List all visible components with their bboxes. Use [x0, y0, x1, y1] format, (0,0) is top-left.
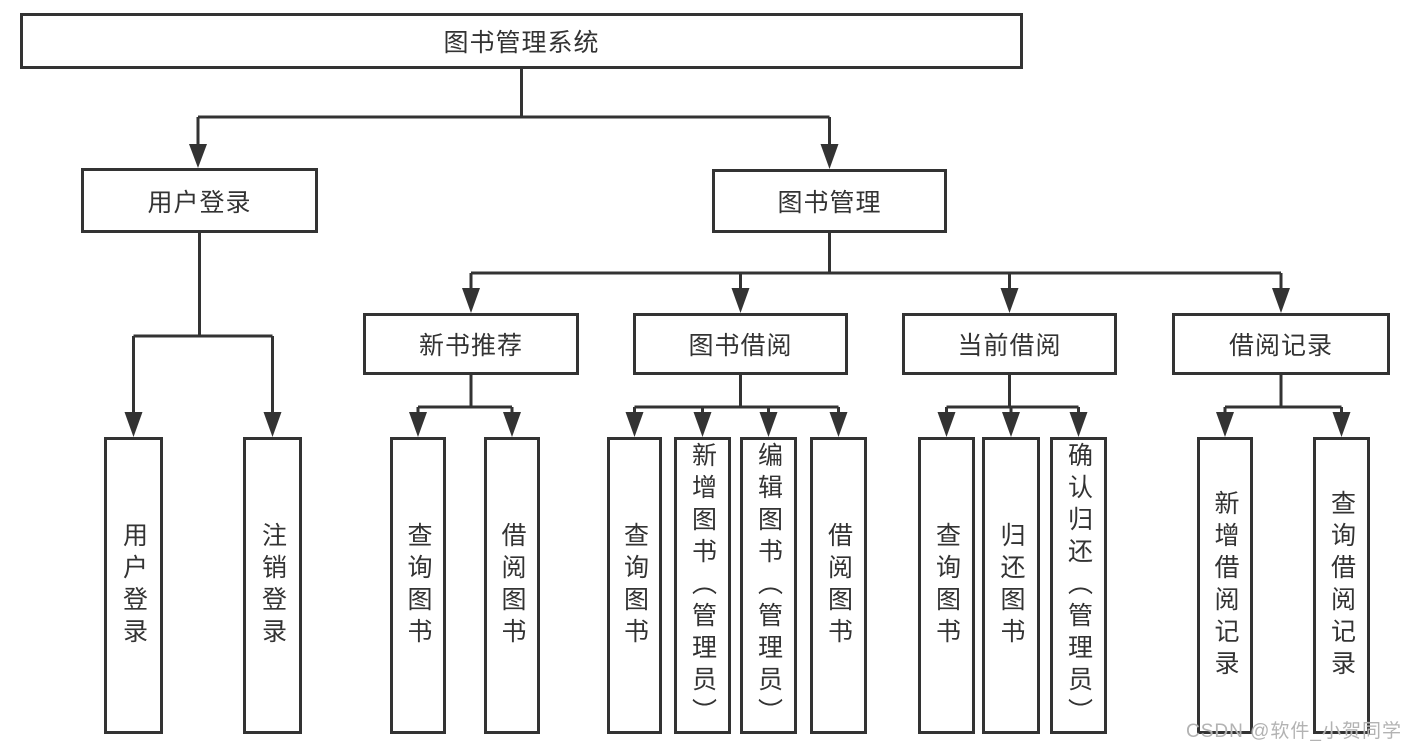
- leaf-add-book-admin: 新增图书（管理员）: [674, 437, 731, 734]
- leaf-confirm-return-admin: 确认归还（管理员）: [1050, 437, 1107, 734]
- node-current-borrow: 当前借阅: [902, 313, 1117, 375]
- leaf-edit-book-admin: 编辑图书（管理员）: [740, 437, 797, 734]
- leaf-query-book-recommend: 查询图书: [390, 437, 446, 734]
- leaf-logout: 注销登录: [243, 437, 302, 734]
- node-library-management-system: 图书管理系统: [20, 13, 1023, 69]
- leaf-add-borrow-record: 新增借阅记录: [1197, 437, 1253, 734]
- leaf-return-book: 归还图书: [982, 437, 1040, 734]
- csdn-watermark: CSDN @软件_小贺同学: [1186, 721, 1402, 742]
- node-book-management: 图书管理: [712, 169, 947, 233]
- node-book-borrow: 图书借阅: [633, 313, 848, 375]
- node-user-login: 用户登录: [81, 168, 318, 233]
- leaf-borrow-book: 借阅图书: [810, 437, 867, 734]
- leaf-query-borrow-record: 查询借阅记录: [1313, 437, 1370, 734]
- node-borrow-records: 借阅记录: [1172, 313, 1390, 375]
- leaf-borrow-book-recommend: 借阅图书: [484, 437, 540, 734]
- leaf-query-book-borrow: 查询图书: [607, 437, 662, 734]
- node-new-book-recommend: 新书推荐: [363, 313, 579, 375]
- leaf-user-login: 用户登录: [104, 437, 163, 734]
- leaf-query-book-current: 查询图书: [918, 437, 975, 734]
